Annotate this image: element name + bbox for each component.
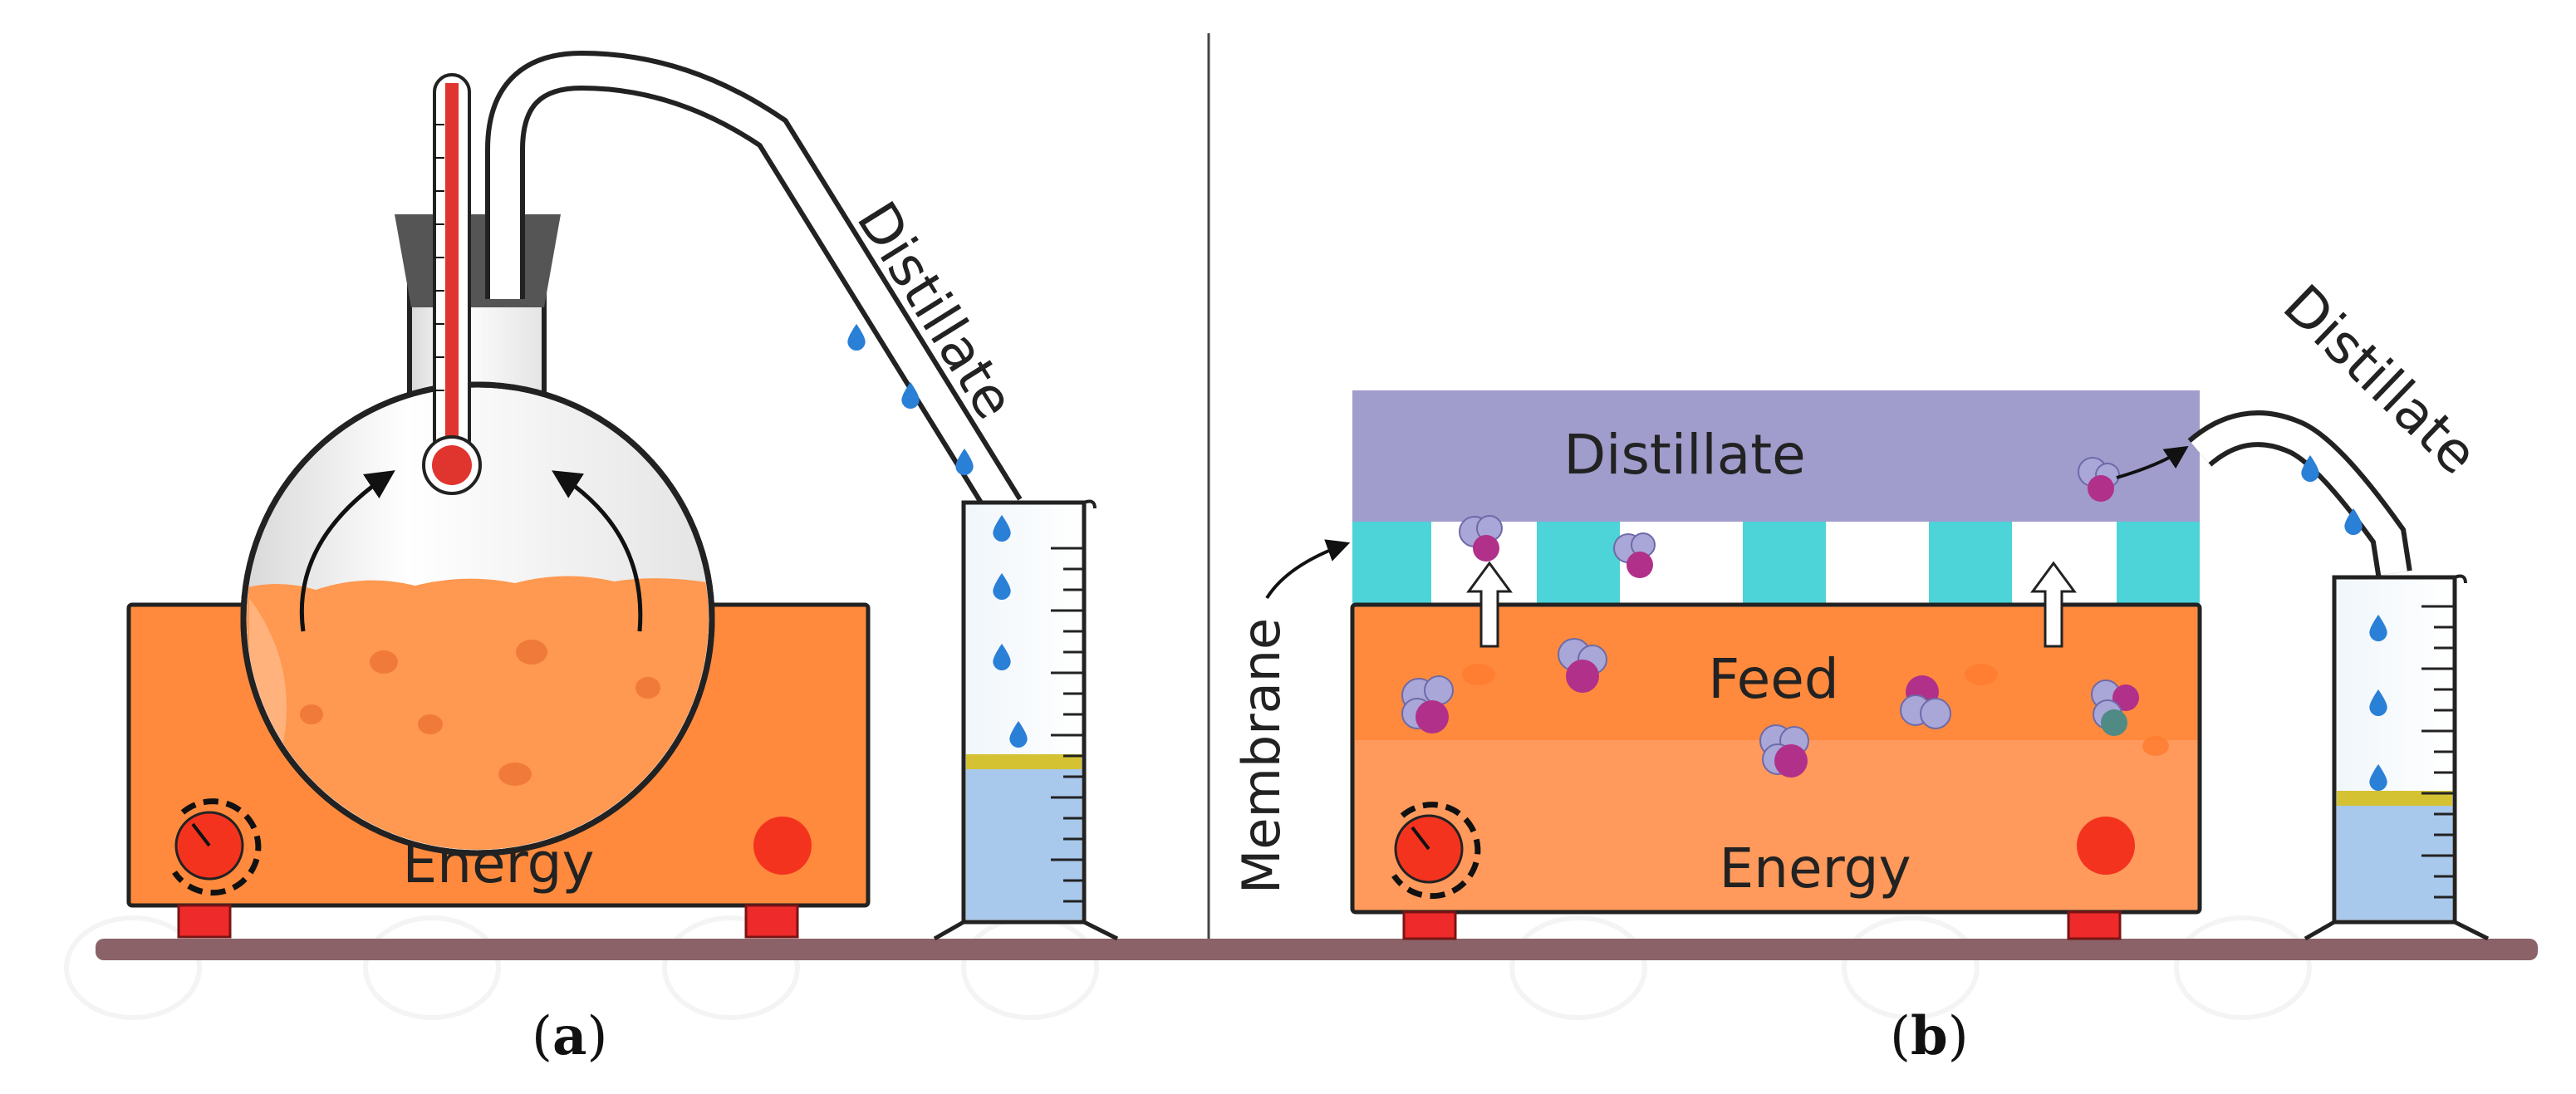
delivery-tube-b (2187, 410, 2412, 576)
molecule-icon (1401, 457, 2139, 778)
indicator-light-a (753, 817, 812, 875)
distillate-chamber (1352, 390, 2200, 522)
flask-liquid (247, 576, 709, 850)
heater-foot-left-b (1402, 910, 1457, 940)
panel-b: Distillate Feed Energy (1231, 272, 2490, 941)
caption-a-letter: a (552, 1005, 587, 1067)
vapour-arrow-right (552, 470, 643, 632)
indicator-light-b (2077, 817, 2135, 875)
heater-foot-right-b (2067, 910, 2122, 940)
watermark (64, 915, 2312, 1020)
transfer-arrow (2116, 445, 2189, 479)
heater-foot-left-a (177, 904, 232, 939)
graduated-cylinder-b (2304, 574, 2490, 941)
feed-label: Feed (1708, 647, 1838, 711)
arrow-up-icon (1466, 561, 2077, 648)
bubbles (300, 640, 660, 786)
vapour-arrow-left (299, 470, 395, 632)
heater-foot-right-a (744, 904, 799, 939)
stopper (395, 214, 561, 307)
caption-a: (a) (532, 1005, 608, 1067)
thermometer-icon (422, 73, 482, 495)
caption-b: (b) (1890, 1005, 1969, 1067)
distillate-chamber-label: Distillate (1563, 423, 1805, 487)
caption-b-letter: b (1910, 1005, 1948, 1067)
membrane-pointer-arrow (1265, 539, 1351, 600)
graduated-cylinder-a (933, 499, 1119, 941)
delivery-tube-a (485, 50, 1023, 519)
panel-a: Energy (126, 50, 1119, 941)
knob-icon (1391, 802, 1481, 900)
heater-label-b: Energy (1719, 836, 1911, 900)
knob-icon (172, 798, 262, 896)
membrane-label: Membrane (1231, 618, 1292, 894)
bench (96, 939, 2538, 960)
